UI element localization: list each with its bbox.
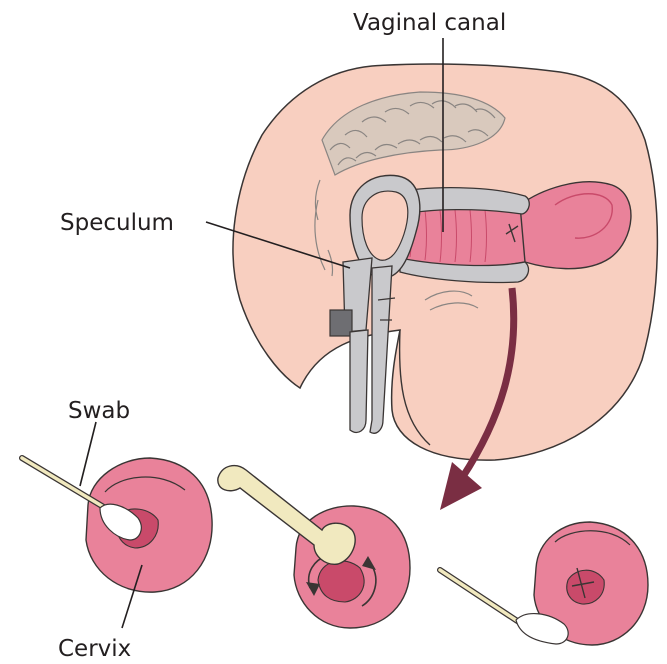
vaginal-canal-label: Vaginal canal <box>353 10 506 36</box>
cervix-label: Cervix <box>58 636 131 662</box>
speculum-label: Speculum <box>60 210 174 236</box>
swab-leader-line <box>80 422 96 486</box>
swab-label: Swab <box>68 398 130 424</box>
